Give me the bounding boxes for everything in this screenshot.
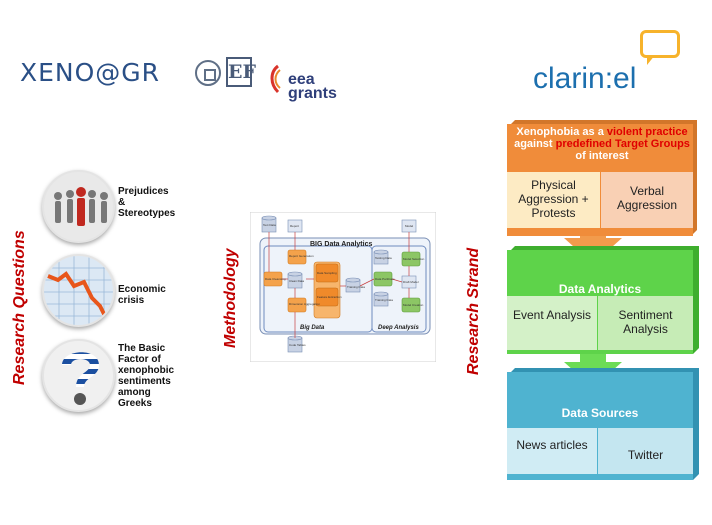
svg-text:Model: Model: [405, 224, 414, 228]
greek-seal-logo: [195, 60, 221, 86]
declining-chart-icon: [44, 256, 113, 325]
data-sources-box: Data Sources News articles Twitter: [505, 366, 703, 484]
twitter-label: Twitter: [627, 448, 664, 462]
eea-grants-logo: eea grants: [268, 62, 338, 102]
svg-text:Dimension Aggregation: Dimension Aggregation: [289, 302, 320, 306]
rq-economic-label: Economic crisis: [118, 284, 166, 306]
big-data-label: Big Data: [300, 325, 325, 331]
speech-bubble-tail: [647, 55, 655, 65]
xenogr-logo: XENO@GR: [20, 58, 161, 87]
svg-text:Data Partitions: Data Partitions: [375, 277, 395, 281]
grants-text: grants: [288, 85, 337, 102]
methodology-title-text: BIG Data Analytics: [310, 241, 372, 248]
deep-analysis-label: Deep Analysis: [378, 325, 419, 331]
twitter-box: Twitter: [598, 428, 693, 474]
sentiment-analysis-label: Sentiment Analysis: [618, 308, 673, 336]
verbal-aggression-box: Verbal Aggression: [601, 172, 693, 228]
data-sources-title: Data Sources: [561, 406, 639, 420]
svg-text:Testing Data: Testing Data: [375, 256, 392, 260]
physical-aggression-label: Physical Aggression + Protests: [518, 178, 589, 220]
physical-aggression-box: Physical Aggression + Protests: [507, 172, 600, 228]
news-articles-box: News articles: [507, 428, 597, 474]
research-strand-title: Research Strand: [465, 247, 482, 375]
question-mark-icon: [62, 352, 99, 405]
ef-logo: EF: [226, 57, 256, 87]
svg-text:Data Sampling: Data Sampling: [317, 271, 337, 275]
methodology-title: Methodology: [222, 248, 239, 348]
svg-text:Model Selection: Model Selection: [403, 257, 425, 261]
clarin-logo: clarin:el: [533, 62, 637, 95]
greek-question-image: [42, 339, 115, 412]
rq-prejudices-label: Prejudices & Stereotypes: [118, 186, 176, 219]
svg-text:Feature Extraction: Feature Extraction: [317, 295, 342, 299]
data-analytics-box: Data Analytics Event Analysis Sentiment …: [505, 244, 703, 358]
down-arrow-2: [564, 340, 622, 388]
sentiment-analysis-box: Sentiment Analysis: [598, 296, 693, 350]
people-image: [42, 170, 115, 243]
big-data-analytics-diagram: BIG Data Analytics Big Data Deep Analysi…: [249, 211, 437, 363]
economic-chart-image: [42, 254, 115, 327]
data-analytics-title: Data Analytics: [558, 282, 642, 296]
svg-text:Training Data: Training Data: [347, 285, 365, 289]
rq-basic-factor-label: The Basic Factor of xenophobic sentiment…: [118, 343, 175, 409]
people-icon: [54, 187, 108, 226]
svg-text:Data Cleansing: Data Cleansing: [265, 277, 286, 281]
methodology-diagram: BIG Data Analytics Big Data Deep Analysi…: [249, 211, 437, 363]
xenophobia-title: Xenophobia as a violent practice against…: [514, 126, 690, 162]
research-questions-title: Research Questions: [11, 230, 28, 385]
svg-text:Draft Model: Draft Model: [403, 280, 419, 284]
svg-text:Model Creation: Model Creation: [403, 303, 424, 307]
svg-text:Report Generation: Report Generation: [289, 254, 314, 258]
event-analysis-box: Event Analysis: [507, 296, 597, 350]
svg-text:Text Data: Text Data: [263, 223, 276, 227]
verbal-aggression-label: Verbal Aggression: [616, 184, 678, 212]
eea-mark-icon: [270, 64, 281, 94]
eea-text: eea: [288, 71, 315, 88]
xenophobia-box: Xenophobia as a violent practice against…: [505, 114, 703, 240]
svg-text:Report: Report: [290, 224, 299, 228]
speech-bubble-icon: [640, 30, 680, 58]
svg-text:Clean Data: Clean Data: [289, 279, 304, 283]
svg-text:Code Tables: Code Tables: [289, 343, 306, 347]
svg-text:Training Data: Training Data: [375, 298, 393, 302]
event-analysis-label: Event Analysis: [512, 308, 592, 322]
news-articles-label: News articles: [516, 438, 588, 452]
